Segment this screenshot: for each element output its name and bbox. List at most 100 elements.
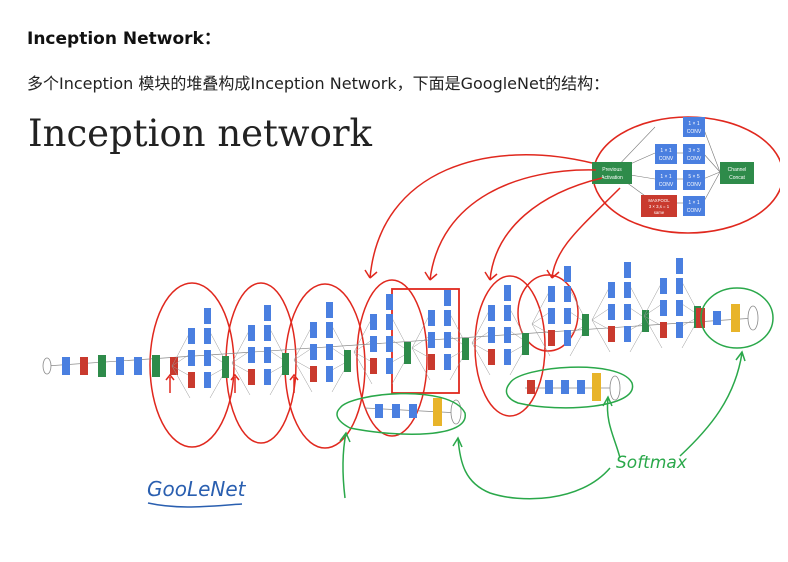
svg-text:MAXPOOL: MAXPOOL <box>648 198 670 203</box>
inception-block-circles <box>149 274 579 449</box>
block-layer <box>504 285 511 301</box>
googlenet-backbone <box>42 317 756 377</box>
block-layer <box>264 369 271 385</box>
block-layer <box>564 308 571 324</box>
conv-3x3-box <box>683 144 705 164</box>
conv-1x1-a-box <box>655 144 677 164</box>
previous-label-2: Activation <box>601 175 623 181</box>
svg-text:3 × 3,s = 1: 3 × 3,s = 1 <box>649 204 670 209</box>
block-layer <box>608 304 615 320</box>
block-layer <box>264 347 271 363</box>
softmax-label: Softmax <box>616 453 688 473</box>
block-layer <box>504 305 511 321</box>
block-layer <box>344 350 351 372</box>
block-layer <box>608 282 615 298</box>
svg-text:3 × 3: 3 × 3 <box>688 148 699 154</box>
block-layer <box>248 325 255 341</box>
block-layer <box>548 308 555 324</box>
block-layer <box>624 304 631 320</box>
block-layer <box>444 354 451 370</box>
svg-text:CONV: CONV <box>687 156 702 162</box>
block-layer <box>264 305 271 321</box>
block-layer <box>582 314 589 336</box>
svg-text:1 × 1: 1 × 1 <box>660 174 671 180</box>
conv-5x5-box <box>683 170 705 190</box>
block-layer <box>310 322 317 338</box>
description-paragraph: 多个Inception 模块的堆叠构成Inception Network，下面是… <box>27 74 610 93</box>
block-layer <box>624 282 631 298</box>
svg-text:CONV: CONV <box>659 156 674 162</box>
svg-text:same: same <box>654 210 665 215</box>
block-layer <box>386 336 393 352</box>
googlenet-diagram: Previous Activation 1 × 1 CONV 1 × 1 CON… <box>42 116 780 508</box>
block-layer <box>282 353 289 375</box>
block-layer <box>548 286 555 302</box>
svg-text:CONV: CONV <box>659 182 674 188</box>
svg-text:Concat: Concat <box>729 175 745 181</box>
svg-text:Channel: Channel <box>728 167 747 173</box>
conv-1x1-top-box <box>683 117 705 137</box>
block-layer <box>428 354 435 370</box>
section-heading: Inception Network： <box>27 29 221 49</box>
svg-text:1 × 1: 1 × 1 <box>688 200 699 206</box>
block-layer <box>188 372 195 388</box>
block-layer <box>660 322 667 338</box>
block-layer <box>370 314 377 330</box>
block-layer <box>326 344 333 360</box>
block-layer <box>248 347 255 363</box>
block-layer <box>522 333 529 355</box>
block-layer <box>564 266 571 282</box>
inception-network-figure: Inception network Previous Activation 1 … <box>20 108 780 548</box>
block-layer <box>444 332 451 348</box>
block-layer <box>204 328 211 344</box>
block-layer <box>676 278 683 294</box>
block-layer <box>204 350 211 366</box>
aux-classifier-2 <box>525 373 621 401</box>
maxpool-box <box>641 195 677 217</box>
block-layer <box>676 322 683 338</box>
block-layer <box>660 300 667 316</box>
block-layer <box>222 356 229 378</box>
block-layer <box>564 286 571 302</box>
googlenet-underline <box>147 502 243 508</box>
block-layer <box>310 344 317 360</box>
block-layer <box>608 326 615 342</box>
conv-1x1-b-box <box>655 170 677 190</box>
channel-concat-box <box>720 162 754 184</box>
block-layer <box>488 305 495 321</box>
block-layer <box>444 310 451 326</box>
inception-blocks <box>171 258 701 399</box>
block-layer <box>428 310 435 326</box>
block-layer <box>188 328 195 344</box>
svg-text:CONV: CONV <box>687 208 702 214</box>
block-layer <box>548 330 555 346</box>
block-layer <box>504 327 511 343</box>
block-layer <box>462 338 469 360</box>
svg-text:CONV: CONV <box>687 182 702 188</box>
block-layer <box>188 350 195 366</box>
block-layer <box>370 358 377 374</box>
block-layer <box>248 369 255 385</box>
block-layer <box>370 336 377 352</box>
svg-text:1 × 1: 1 × 1 <box>660 148 671 154</box>
final-classifier <box>696 304 759 332</box>
block-layer <box>624 326 631 342</box>
block-layer <box>488 327 495 343</box>
block-layer <box>444 290 451 306</box>
block-layer <box>386 294 393 310</box>
block-layer <box>386 358 393 374</box>
block-layer <box>310 366 317 382</box>
block-layer <box>326 322 333 338</box>
svg-text:CONV: CONV <box>687 129 702 135</box>
figure-title: Inception network <box>28 112 372 155</box>
conv-1x1-bottom-box <box>683 196 705 216</box>
block-layer <box>660 278 667 294</box>
block-layer <box>404 342 411 364</box>
block-layer <box>564 330 571 346</box>
inception-module-detail: Previous Activation 1 × 1 CONV 1 × 1 CON… <box>592 116 780 234</box>
input-node <box>42 357 52 375</box>
block-layer <box>642 310 649 332</box>
block-layer <box>504 349 511 365</box>
svg-text:5 × 5: 5 × 5 <box>688 174 699 180</box>
previous-label-1: Previous <box>602 167 622 173</box>
